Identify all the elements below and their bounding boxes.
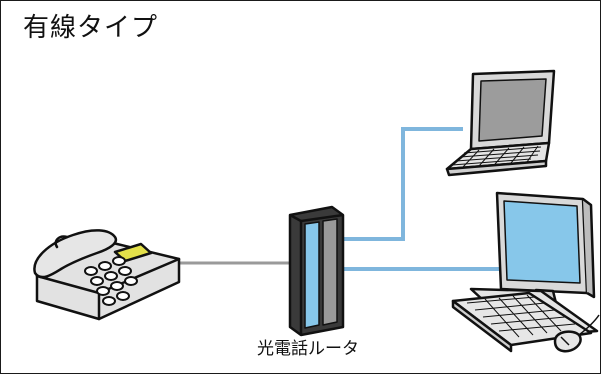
desktop-pc-icon [451, 191, 600, 353]
laptop-icon [445, 69, 556, 177]
router-icon [288, 205, 345, 337]
telephone-icon [33, 229, 181, 321]
cables [179, 127, 499, 271]
router-label: 光電話ルータ [257, 339, 359, 359]
lan-cable-laptop [344, 127, 463, 241]
diagram-title: 有線タイプ [23, 13, 159, 43]
